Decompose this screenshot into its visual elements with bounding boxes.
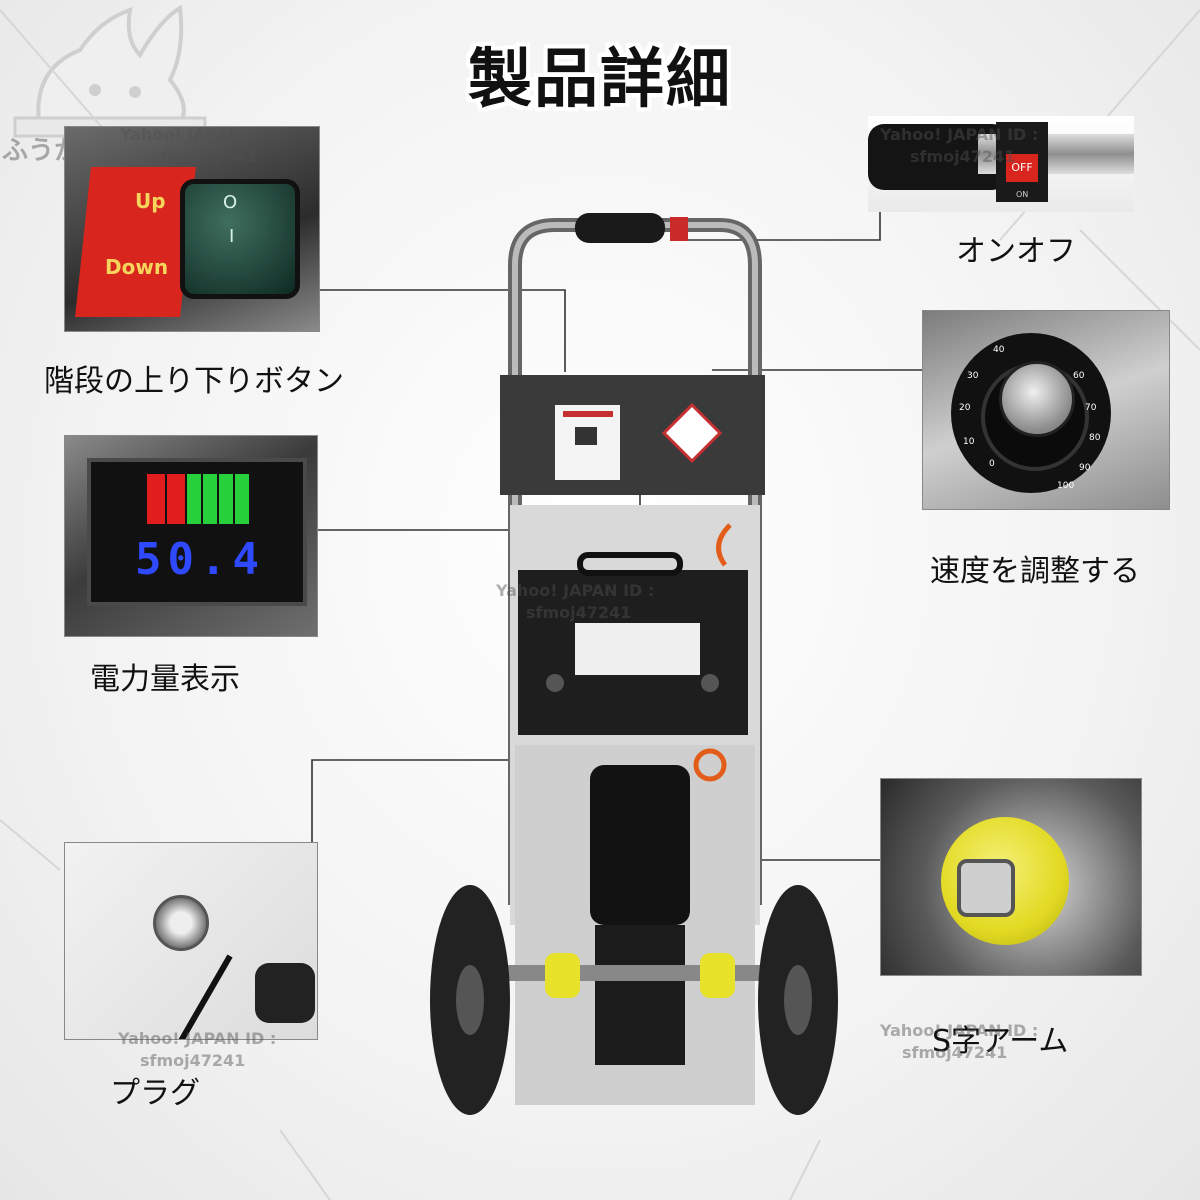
speed-adjust-label: 速度を調整する xyxy=(930,554,1140,589)
down-label: Down xyxy=(105,255,169,279)
watermark-center: Yahoo! JAPAN ID : sfmoj47241 xyxy=(496,581,655,622)
handle-switch-photo: OFF ON xyxy=(868,116,1134,212)
up-label: Up xyxy=(135,189,166,213)
s-arm-label: S字アーム xyxy=(932,1024,1069,1059)
power-display-photo: 50.4 xyxy=(64,435,318,637)
stair-switch-photo: Up Down O I xyxy=(64,126,320,332)
speed-dial-photo: 0 10 20 30 40 60 70 80 90 100 xyxy=(922,310,1170,510)
rocker-switch: O I xyxy=(180,179,300,299)
watermark-bottom-left: Yahoo! JAPAN ID : sfmoj47241 xyxy=(118,1029,277,1070)
plug-label: プラグ xyxy=(110,1076,200,1111)
plug-photo xyxy=(64,842,318,1040)
watermark-top-right: Yahoo! JAPAN ID : sfmoj47241 xyxy=(880,125,1039,166)
voltage-readout: 50.4 xyxy=(135,534,265,585)
watermark-bottom-right: Yahoo! JAPAN ID : sfmoj47241 xyxy=(880,1021,1039,1062)
page-title: 製品詳細 xyxy=(468,43,732,117)
stair-climbing-hand-truck xyxy=(430,205,850,1145)
on-off-label: オンオフ xyxy=(956,234,1076,269)
off-switch-label: OFF xyxy=(1006,154,1038,182)
s-arm-photo xyxy=(880,778,1142,976)
stair-button-label: 階段の上り下りボタン xyxy=(44,364,344,399)
power-display-label: 電力量表示 xyxy=(90,662,240,697)
on-switch-label: ON xyxy=(1016,190,1029,199)
watermark-top: Yahoo! JAPAN ID : sfmoj47241 xyxy=(120,125,279,166)
